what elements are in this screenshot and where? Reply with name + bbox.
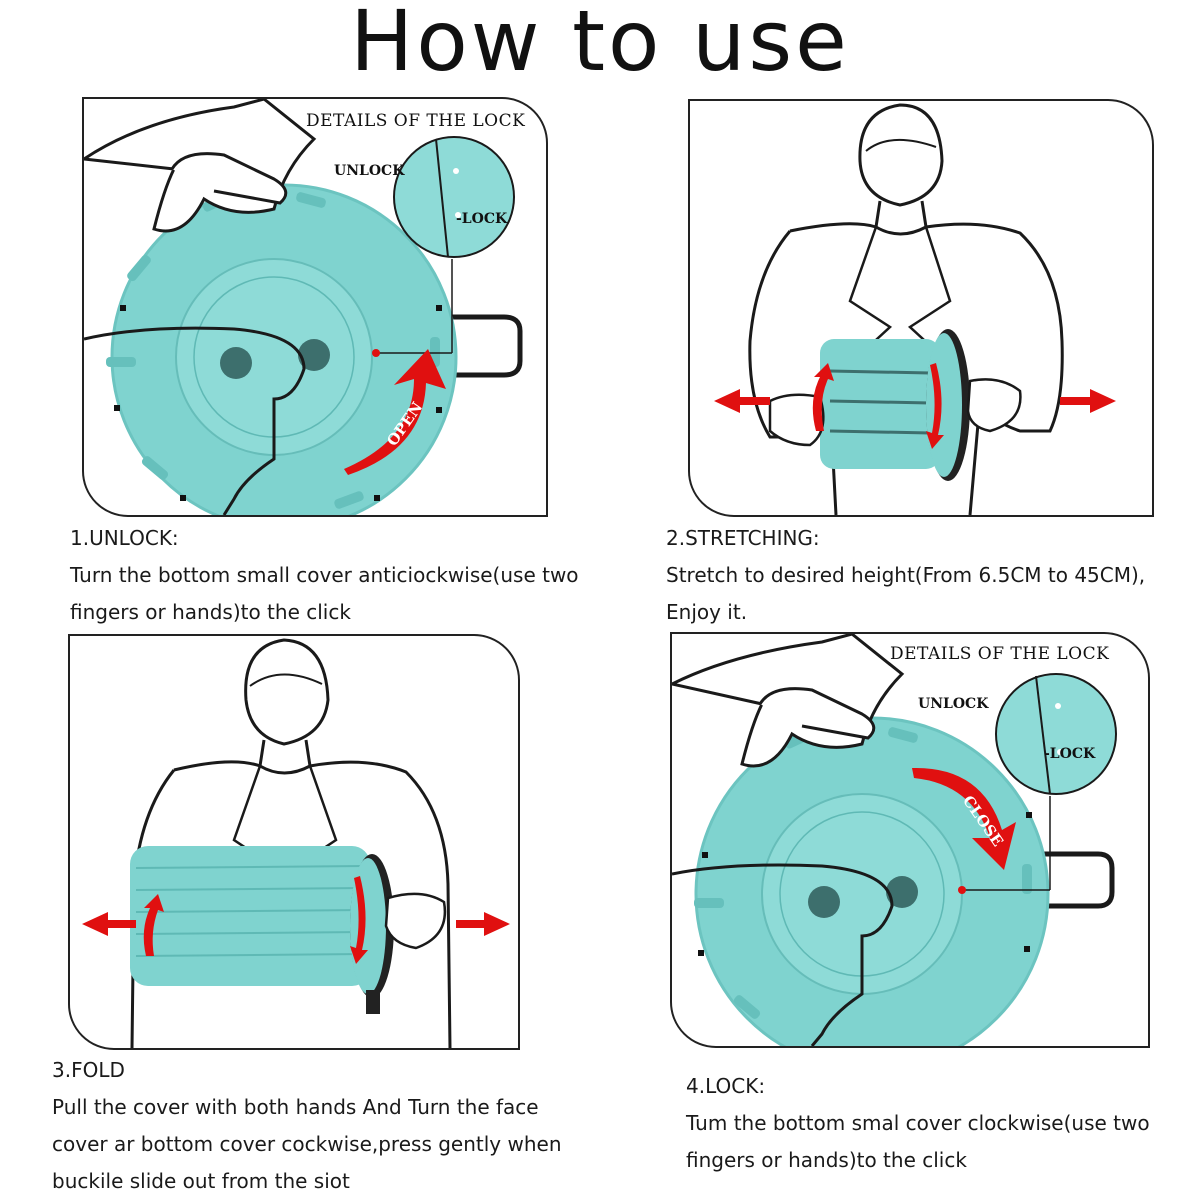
fold-drawing (82, 638, 510, 1048)
step-4-line-1: Tum the bottom smal cover clockwise(use … (686, 1111, 1150, 1135)
step-1-illustration: DETAILS OF THE LOCK UNLOCK -LOCK OPEN (82, 97, 548, 517)
step-3-caption: 3.FOLD Pull the cover with both hands An… (52, 1052, 592, 1200)
stool-rings (829, 369, 931, 435)
step-2-heading: 2.STRETCHING: (666, 526, 820, 550)
person-head (244, 638, 330, 746)
step-2-line-2: Enjoy it. (666, 600, 748, 624)
step-3-illustration (68, 634, 520, 1050)
stool-handle (444, 314, 523, 378)
step-4-line-2: fingers or hands)to the click (686, 1148, 967, 1172)
stretching-drawing (714, 103, 1116, 515)
finger-hole (808, 886, 840, 918)
lock-details-title: DETAILS OF THE LOCK (306, 111, 526, 131)
left-arrow (82, 912, 136, 936)
step-1-caption: 1.UNLOCK: Turn the bottom small cover an… (70, 520, 590, 631)
lock-details-title: DETAILS OF THE LOCK (890, 644, 1110, 664)
lock-tag: -LOCK (1044, 746, 1096, 762)
right-arrow (1060, 389, 1116, 413)
stool-rings (135, 865, 365, 957)
step-2-illustration (688, 99, 1154, 517)
step-4-heading: 4.LOCK: (686, 1074, 766, 1098)
stool-body (130, 846, 370, 986)
unlock-tag: UNLOCK (918, 696, 989, 712)
lock-detail-bubble (393, 136, 515, 258)
step-3-line-2: cover ar bottom cover cockwise,press gen… (52, 1132, 562, 1156)
step-2-line-1: Stretch to desired height(From 6.5CM to … (666, 563, 1146, 587)
lock-tag: -LOCK (456, 211, 508, 227)
step-1-line-1: Turn the bottom small cover anticiockwis… (70, 563, 579, 587)
right-arrow (456, 912, 510, 936)
wrist-outline (84, 326, 306, 515)
step-4-illustration: DETAILS OF THE LOCK UNLOCK -LOCK CLOSE (670, 632, 1150, 1048)
left-arrow (714, 389, 770, 413)
step-1-heading: 1.UNLOCK: (70, 526, 179, 550)
lock-detail-bubble (995, 673, 1117, 795)
step-3-line-3: buckile slide out from the siot (52, 1169, 350, 1193)
wrist-outline (672, 863, 894, 1046)
open-arrow (344, 349, 446, 475)
close-arrow (912, 767, 1016, 870)
unlock-tag: UNLOCK (334, 163, 405, 179)
finger-hole (220, 347, 252, 379)
finger-hole (298, 339, 330, 371)
finger-hole (886, 876, 918, 908)
stool-handle (1038, 851, 1115, 909)
step-1-line-2: fingers or hands)to the click (70, 600, 351, 624)
lock-point (372, 349, 380, 357)
page-title: How to use (350, 0, 850, 90)
step-4-caption: 4.LOCK: Tum the bottom smal cover clockw… (686, 1068, 1186, 1179)
lock-drawing (672, 634, 1117, 1046)
step-3-heading: 3.FOLD (52, 1058, 125, 1082)
person-head (858, 103, 944, 207)
unlock-drawing (84, 99, 523, 515)
step-3-line-1: Pull the cover with both hands And Turn … (52, 1095, 539, 1119)
step-2-caption: 2.STRETCHING: Stretch to desired height(… (666, 520, 1186, 631)
lock-point (958, 886, 966, 894)
